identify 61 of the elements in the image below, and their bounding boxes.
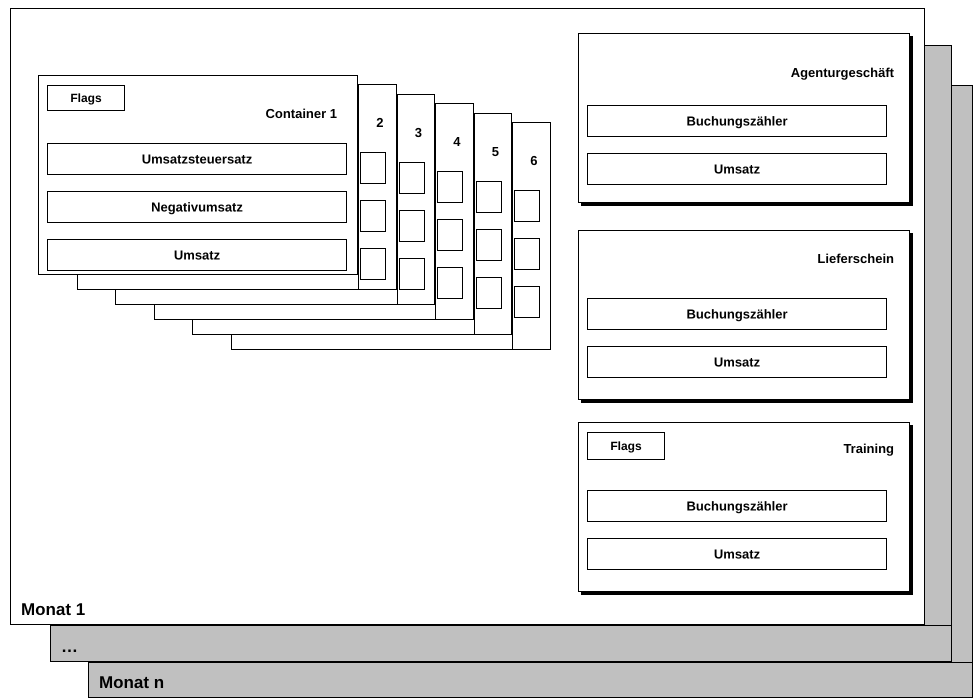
title: Agenturgeschäft [790, 65, 894, 80]
empty-field-box [476, 180, 502, 213]
empty-field-box [437, 267, 463, 300]
field-box [587, 153, 887, 185]
field-label: Umsatz [712, 162, 762, 176]
empty-field-box [360, 200, 386, 232]
empty-field-box [398, 162, 424, 194]
empty-field-box [476, 228, 502, 261]
container-card [38, 75, 358, 275]
empty-field-box [437, 219, 463, 252]
container-card [358, 84, 396, 290]
field-label: Umsatz [712, 354, 762, 370]
month-label: Monat 1 [21, 600, 86, 620]
empty-field-box [437, 171, 463, 204]
field-label: Flags [609, 439, 643, 453]
container-card [435, 103, 474, 320]
month-panel [50, 625, 952, 662]
title: Container 1 [265, 106, 337, 121]
field-box [587, 105, 887, 137]
empty-field-box [514, 286, 540, 318]
title: 2 [376, 115, 384, 130]
title: 6 [530, 153, 538, 168]
title: 3 [414, 124, 422, 140]
field-box [47, 191, 347, 223]
month-label: … [61, 637, 78, 657]
field-label: Buchungszähler [685, 306, 789, 322]
field-label: Umsatzsteuersatz [140, 152, 254, 166]
title: Training [843, 441, 894, 456]
empty-field-box [514, 238, 540, 270]
empty-field-box [360, 248, 386, 280]
category-panel [578, 33, 910, 203]
field-box [47, 239, 347, 271]
empty-field-box [398, 210, 424, 242]
flags-box [587, 432, 665, 460]
title: 5 [492, 144, 499, 159]
field-box [587, 346, 887, 378]
field-label: Negativumsatz [150, 200, 244, 214]
field-box [587, 490, 887, 522]
empty-field-box [360, 152, 386, 184]
field-label: Umsatz [172, 248, 222, 262]
field-label: Buchungszähler [685, 498, 789, 514]
container-card [512, 122, 550, 350]
month-panel [88, 662, 973, 698]
container-card [474, 112, 512, 335]
flags-box [47, 85, 125, 111]
field-box [47, 143, 347, 175]
empty-field-box [398, 258, 424, 290]
title: Lieferschein [817, 251, 894, 266]
field-label: Umsatz [712, 546, 762, 562]
month-label: Monat n [99, 673, 164, 693]
empty-field-box [476, 276, 502, 309]
field-label: Flags [69, 91, 103, 105]
category-panel [578, 230, 910, 400]
category-panel [578, 422, 910, 592]
field-label: Buchungszähler [685, 114, 789, 128]
container-card [396, 94, 435, 305]
month-panel [10, 8, 925, 625]
field-box [587, 298, 887, 330]
empty-field-box [514, 190, 540, 222]
title: 4 [453, 134, 460, 150]
field-box [587, 538, 887, 570]
